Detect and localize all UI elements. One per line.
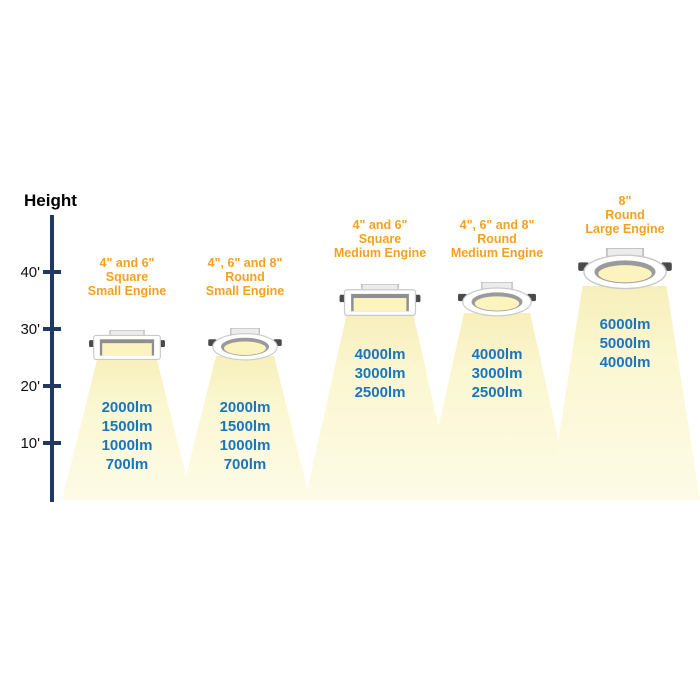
lumen-value: 2000lm bbox=[101, 399, 153, 416]
axis-tick-40 bbox=[43, 270, 61, 274]
lumen-value: 700lm bbox=[223, 456, 267, 473]
lumen-value: 2500lm bbox=[471, 384, 523, 401]
fixture-label-round-small: 4", 6" and 8" Round Small Engine bbox=[175, 256, 315, 298]
fixture-label-line: Small Engine bbox=[87, 284, 167, 298]
fixture-label-line: 8" bbox=[618, 194, 632, 208]
round-downlight-icon bbox=[578, 248, 672, 290]
fixture-label-round-large: 8" Round Large Engine bbox=[555, 194, 695, 236]
lumen-list: 2000lm 1500lm 1000lm 700lm bbox=[62, 398, 192, 474]
axis-tick-20 bbox=[43, 384, 61, 388]
fixture-label-line: 4" and 6" bbox=[99, 256, 155, 270]
lumen-list: 2000lm 1500lm 1000lm 700lm bbox=[180, 398, 310, 474]
fixture-label-line: Square bbox=[105, 270, 149, 284]
axis-tick-label-20: 20' bbox=[20, 378, 40, 395]
square-downlight-icon bbox=[89, 330, 165, 361]
lumen-value: 5000lm bbox=[599, 335, 651, 352]
lumen-value: 700lm bbox=[105, 456, 149, 473]
lumen-list: 6000lm 5000lm 4000lm bbox=[552, 315, 698, 372]
axis-line bbox=[50, 215, 54, 502]
lumen-value: 3000lm bbox=[354, 365, 406, 382]
axis-tick-label-40: 40' bbox=[20, 264, 40, 281]
lumen-value: 4000lm bbox=[471, 346, 523, 363]
fixture-label-line: Medium Engine bbox=[450, 246, 544, 260]
square-downlight-icon bbox=[339, 284, 421, 316]
fixture-label-line: 4", 6" and 8" bbox=[459, 218, 535, 232]
fixture-label-line: 4", 6" and 8" bbox=[207, 256, 283, 270]
lumen-value: 2500lm bbox=[354, 384, 406, 401]
light-beam bbox=[422, 313, 572, 500]
fixture-label-square-medium: 4" and 6" Square Medium Engine bbox=[310, 218, 450, 260]
lumen-value: 1000lm bbox=[219, 437, 271, 454]
lumen-list: 4000lm 3000lm 2500lm bbox=[305, 345, 455, 402]
lumen-value: 1000lm bbox=[101, 437, 153, 454]
fixture-label-line: 4" and 6" bbox=[352, 218, 408, 232]
axis-title: Height bbox=[24, 191, 77, 210]
fixture-label-square-small: 4" and 6" Square Small Engine bbox=[57, 256, 197, 298]
fixture-label-line: Large Engine bbox=[585, 222, 665, 236]
lumen-value: 3000lm bbox=[471, 365, 523, 382]
fixture-label-line: Round bbox=[605, 208, 645, 222]
round-downlight-icon bbox=[458, 282, 536, 317]
lumen-value: 1500lm bbox=[101, 418, 153, 435]
fixture-label-line: Round bbox=[477, 232, 517, 246]
lumen-value: 6000lm bbox=[599, 316, 651, 333]
axis-tick-label-10: 10' bbox=[20, 435, 40, 452]
lumen-value: 4000lm bbox=[354, 346, 406, 363]
axis-tick-label-30: 30' bbox=[20, 321, 40, 338]
fixture-label-line: Round bbox=[225, 270, 265, 284]
lumen-value: 4000lm bbox=[599, 354, 651, 371]
fixture-label-line: Medium Engine bbox=[333, 246, 427, 260]
round-downlight-icon bbox=[208, 328, 282, 361]
axis-tick-10 bbox=[43, 441, 61, 445]
fixture-label-round-medium: 4", 6" and 8" Round Medium Engine bbox=[427, 218, 567, 260]
axis-tick-30 bbox=[43, 327, 61, 331]
lumen-value: 1500lm bbox=[219, 418, 271, 435]
lumen-list: 4000lm 3000lm 2500lm bbox=[422, 345, 572, 402]
fixture-label-line: Square bbox=[358, 232, 402, 246]
lumen-value: 2000lm bbox=[219, 399, 271, 416]
fixture-label-line: Small Engine bbox=[205, 284, 285, 298]
